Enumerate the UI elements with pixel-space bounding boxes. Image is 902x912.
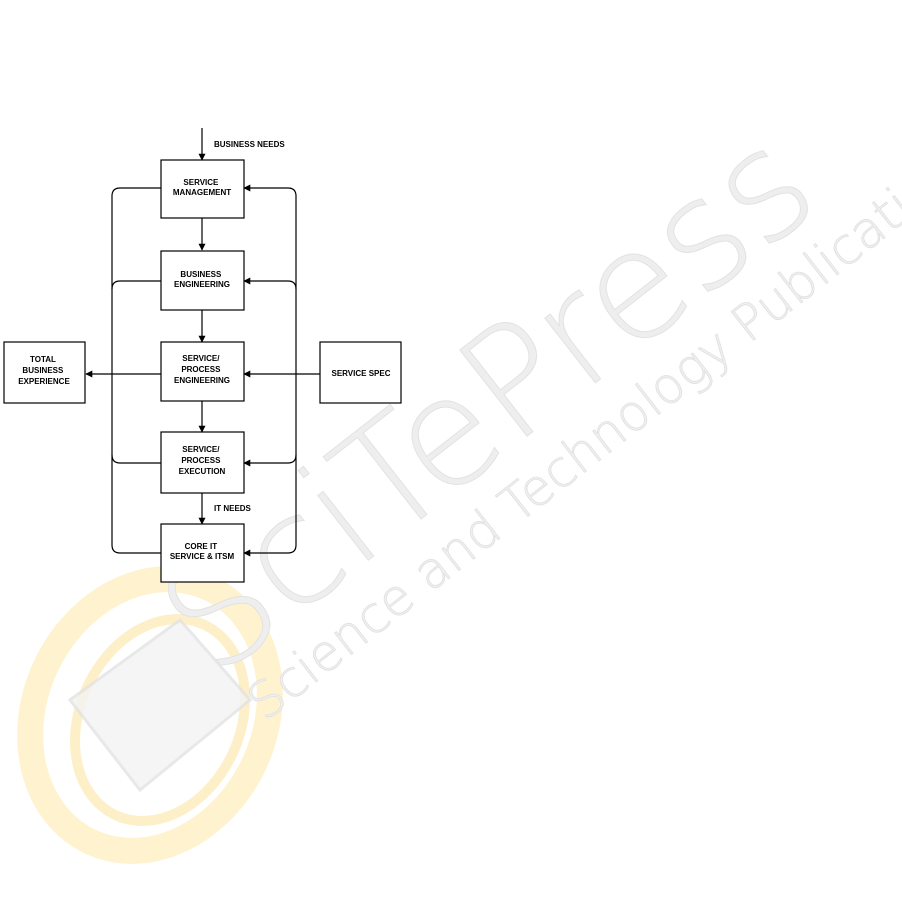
left-branch-spx [112, 455, 161, 463]
label-it-needs: IT NEEDS [214, 504, 252, 513]
label-business-engineering: BUSINESS ENGINEERING [174, 270, 230, 289]
label-service-process-execution: SERVICE/ PROCESS EXECUTION [179, 445, 226, 476]
left-branch-be [112, 281, 161, 289]
label-service-spec: SERVICE SPEC [332, 369, 391, 378]
arrow-to-be [244, 281, 296, 289]
label-service-process-engineering: SERVICE/ PROCESS ENGINEERING [174, 354, 230, 385]
watermark: SciTePress Science and Technology Public… [0, 96, 902, 891]
left-bus-line [112, 188, 161, 553]
label-business-needs: BUSINESS NEEDS [214, 140, 285, 149]
